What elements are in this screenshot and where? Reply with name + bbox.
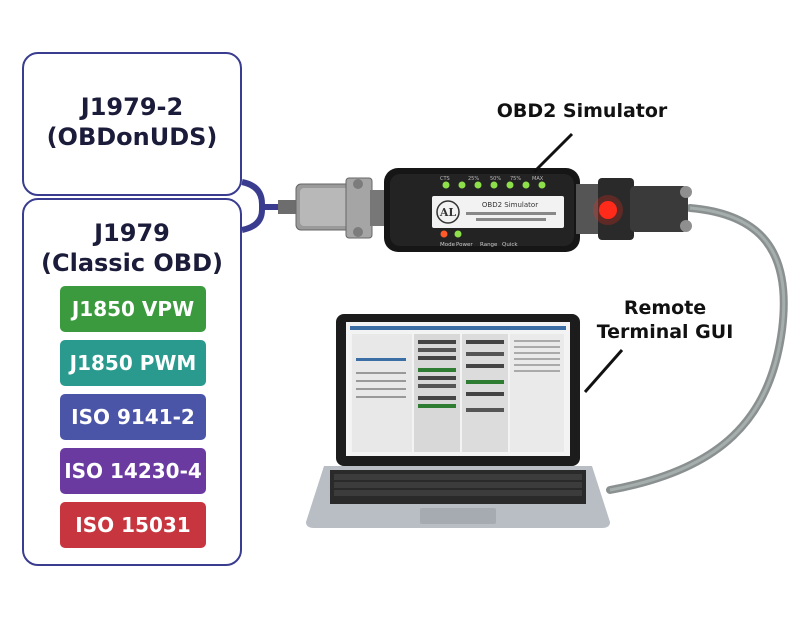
device-led-label: 50% xyxy=(490,176,501,182)
status-led-red xyxy=(599,201,617,219)
touchpad xyxy=(420,508,496,524)
protocol-iso-15031: ISO 15031 xyxy=(60,502,206,548)
classic-obd-title: J1979 (Classic OBD) xyxy=(24,218,240,278)
protocol-j1850-pwm: J1850 PWM xyxy=(60,340,206,386)
obdonuds-box: J1979-2 (OBDonUDS) xyxy=(22,52,242,196)
led xyxy=(440,230,448,238)
device-bottom-label: Range xyxy=(480,242,498,248)
connector-bracket xyxy=(241,179,265,233)
classic-obd-title-line2: (Classic OBD) xyxy=(41,249,223,277)
led xyxy=(522,181,530,189)
gui-label-line2: Terminal GUI xyxy=(596,321,734,343)
led xyxy=(474,181,482,189)
pointer-line-gui xyxy=(583,349,624,393)
device-name: OBD2 Simulator xyxy=(482,201,538,209)
logo-icon xyxy=(436,200,460,224)
protocol-j1850-vpw: J1850 VPW xyxy=(60,286,206,332)
obdonuds-title-line2: (OBDonUDS) xyxy=(46,123,218,151)
device-led-label: CTS xyxy=(440,176,450,182)
device-bottom-label: Power xyxy=(456,242,473,248)
svg-text:AL: AL xyxy=(439,206,457,219)
laptop xyxy=(306,314,610,528)
obd2-simulator-device: AL OBD2 Simulator Mode Power Range Quick… xyxy=(384,168,580,252)
led xyxy=(506,181,514,189)
classic-obd-title-line1: J1979 xyxy=(94,219,170,247)
device-led-label: 25% xyxy=(468,176,479,182)
left-cable xyxy=(278,200,296,214)
protocol-iso-14230-4: ISO 14230-4 xyxy=(60,448,206,494)
right-db9-connector xyxy=(576,178,692,240)
classic-obd-box: J1979 (Classic OBD) J1850 VPW J1850 PWM … xyxy=(22,198,242,566)
obdonuds-title-line1: J1979-2 xyxy=(80,93,184,121)
left-db9-connector xyxy=(295,177,386,239)
gui-label-line1: Remote xyxy=(623,297,707,319)
device-bottom-label: Mode xyxy=(440,242,456,248)
device-led-label: MAX xyxy=(532,176,544,182)
device-bottom-label: Quick xyxy=(502,242,518,248)
led xyxy=(442,181,450,189)
pointer-line-simulator xyxy=(532,132,574,174)
obdonuds-title: J1979-2 (OBDonUDS) xyxy=(24,92,240,152)
led xyxy=(454,230,462,238)
led xyxy=(458,181,466,189)
terminal-gui-window xyxy=(352,334,564,452)
obd2-simulator-label: OBD2 Simulator xyxy=(496,100,668,122)
device-led-label: 75% xyxy=(510,176,521,182)
led xyxy=(538,181,546,189)
serial-cable xyxy=(606,204,788,494)
led xyxy=(490,181,498,189)
remote-terminal-gui-label: Remote Terminal GUI xyxy=(575,296,755,344)
protocol-iso-9141-2: ISO 9141-2 xyxy=(60,394,206,440)
